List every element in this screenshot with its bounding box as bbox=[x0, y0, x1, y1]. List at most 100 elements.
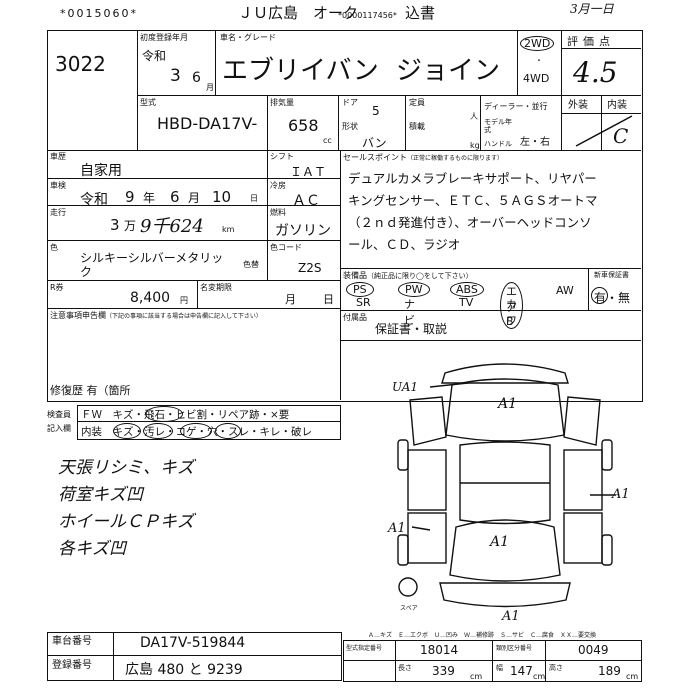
venue-title: ＪＵ広島 オーク bbox=[238, 4, 359, 22]
model-value: HBD-DA17V- bbox=[157, 114, 258, 133]
vehicle-name-label: 車名・グレード bbox=[220, 33, 276, 42]
inspection-month: 6 bbox=[170, 188, 180, 206]
displacement-label: 排気量 bbox=[270, 98, 294, 107]
height-value: 189 bbox=[598, 664, 621, 678]
usage-value: 自家用 bbox=[80, 163, 122, 179]
drive-2wd-text: 2WD bbox=[524, 37, 551, 50]
equip-abs-code: ABS bbox=[456, 283, 478, 296]
interior-value: C bbox=[613, 124, 629, 148]
equip-pw-code: PW bbox=[405, 283, 423, 296]
load-unit: kg bbox=[470, 141, 480, 150]
shift-label: シフト bbox=[270, 152, 294, 161]
drive-2wd: 2WD bbox=[520, 36, 555, 51]
mileage-man: 3 bbox=[110, 216, 120, 234]
displacement-value: 658 bbox=[288, 116, 319, 135]
sales-point-label: セールスポイント（正常に稼働するものに限ります） bbox=[343, 153, 503, 163]
registration-month-unit: 月 bbox=[206, 83, 214, 92]
designation-value: 18014 bbox=[420, 643, 459, 657]
exterior-label: 外装 bbox=[568, 100, 588, 111]
handwritten-note: 天張リシミ、キズ bbox=[58, 458, 194, 478]
mileage-unit: km bbox=[222, 225, 235, 234]
mileage-man-unit: 万 bbox=[124, 219, 137, 233]
sales-point-note: （正常に稼働するものに限ります） bbox=[407, 155, 504, 162]
sales-point-line: キングセンサー、ＥＴＣ、５ＡＧＳオートマ bbox=[348, 193, 598, 208]
handwritten-note: 各キズ凹 bbox=[58, 539, 126, 559]
category-value: 0049 bbox=[578, 643, 609, 657]
body-label: 形状 bbox=[342, 122, 358, 131]
repair-history-label: 修復歴 bbox=[50, 384, 83, 397]
equipment-title: 装備品 bbox=[343, 271, 367, 280]
recycle-label: R券 bbox=[50, 283, 64, 292]
plate-label: 登録番号 bbox=[52, 660, 92, 671]
equip-leather: カワ bbox=[506, 298, 517, 327]
manual-circle bbox=[591, 287, 608, 304]
height-unit: cm bbox=[626, 672, 639, 681]
inspection-year-unit: 年 bbox=[143, 191, 156, 205]
color-code: Z2S bbox=[298, 261, 322, 275]
width-value: 147 bbox=[510, 664, 533, 678]
bottom-left-frame bbox=[47, 632, 342, 681]
name-change-label: 名変期限 bbox=[200, 283, 232, 292]
equip-pw: PW bbox=[398, 282, 430, 297]
interior-label: 内装 bbox=[607, 100, 627, 111]
registration-era: 令和 bbox=[142, 49, 167, 63]
notes-box-label: 注意事項申告欄（下記の事項に該当する場合は申告欄に記入して下さい） bbox=[50, 311, 262, 321]
mark-a1-lside: A1 bbox=[388, 521, 406, 536]
width-unit: cm bbox=[533, 672, 546, 681]
inspection-month-unit: 月 bbox=[188, 191, 201, 205]
drive-4wd: 4WD bbox=[523, 72, 550, 85]
fuel-value: ガソリン bbox=[275, 223, 331, 239]
model-year-label: モデル年式 bbox=[484, 118, 512, 134]
inspection-era: 令和 bbox=[80, 192, 108, 208]
sales-point-line: デュアルカメラブレーキサポート、リヤパー bbox=[348, 171, 597, 186]
color-change-label: 色替 bbox=[243, 260, 259, 269]
length-unit: cm bbox=[470, 672, 483, 681]
documents-value: 保証書・取説 bbox=[375, 322, 448, 336]
handwritten-note: 荷室キズ凹 bbox=[58, 485, 143, 505]
car-damage-diagram bbox=[397, 363, 616, 608]
equip-aw: AW bbox=[556, 284, 574, 297]
inspection-day: 10 bbox=[212, 188, 232, 206]
mileage-label: 走行 bbox=[50, 208, 66, 217]
manual-label: 新車保証書 bbox=[594, 271, 629, 279]
sales-point-line: ール、ＣＤ、ラジオ bbox=[348, 237, 461, 252]
body-value: バン bbox=[362, 136, 387, 150]
color-value-line1: シルキーシルバーメタリッ bbox=[80, 251, 224, 265]
chassis-label: 車台番号 bbox=[52, 636, 92, 647]
repair-history: 修復歴 有（箇所 bbox=[50, 382, 131, 398]
capacity-unit: 人 bbox=[470, 112, 478, 121]
mark-a1-hood: A1 bbox=[490, 534, 510, 550]
lot-counter: *0015060* bbox=[60, 7, 138, 20]
recycle-amount: 8,400 bbox=[130, 290, 171, 306]
mark-a1-rside: A1 bbox=[612, 487, 630, 502]
damage-legend-row1: ＦＷ キズ・飛石・ヒビ割・リペア跡・×要 bbox=[81, 409, 290, 421]
equip-abs: ABS bbox=[450, 282, 484, 297]
inspection-year: 9 bbox=[125, 188, 135, 206]
fuel-label: 燃料 bbox=[270, 208, 286, 217]
category-label: 類別区分番号 bbox=[496, 645, 533, 652]
sales-point-lines: デュアルカメラブレーキサポート、リヤパー キングセンサー、ＥＴＣ、５ＡＧＳオート… bbox=[348, 168, 598, 256]
usage-label: 車歴 bbox=[50, 152, 66, 161]
ac-value: ＡＣ bbox=[292, 193, 320, 209]
doc-suffix: 込書 bbox=[405, 4, 436, 22]
load-label: 積載 bbox=[409, 122, 425, 131]
displacement-unit: cc bbox=[323, 136, 332, 145]
documents-label: 付属品 bbox=[343, 313, 367, 322]
sales-point-line: （２ｎｄ発進付き）、オーバーヘッドコンソ bbox=[348, 215, 592, 230]
score-label: 評価点 bbox=[567, 35, 615, 48]
mark-a1-bottom: A1 bbox=[502, 609, 520, 624]
top-section-frame bbox=[47, 30, 643, 402]
plate-value: 広島 480 と 9239 bbox=[125, 662, 243, 678]
sales-point-title: セールスポイント bbox=[343, 153, 407, 162]
equip-sr: SR bbox=[356, 296, 371, 309]
equip-ps-code: PS bbox=[353, 283, 367, 296]
width-label: 幅 bbox=[496, 664, 503, 672]
name-change-month: 月 bbox=[285, 293, 296, 306]
designation-label: 型式指定番号 bbox=[346, 645, 383, 652]
model-label: 型式 bbox=[140, 98, 156, 107]
handwritten-note: ホイールＣＰキズ bbox=[58, 512, 194, 532]
dealer-label: ディーラー・並行 bbox=[484, 102, 548, 111]
color-code-label: 色コード bbox=[270, 243, 302, 252]
equipment-note: （純正品に限り◯をして下さい） bbox=[367, 272, 473, 280]
damage-legend-label2: 記入欄 bbox=[47, 424, 71, 433]
